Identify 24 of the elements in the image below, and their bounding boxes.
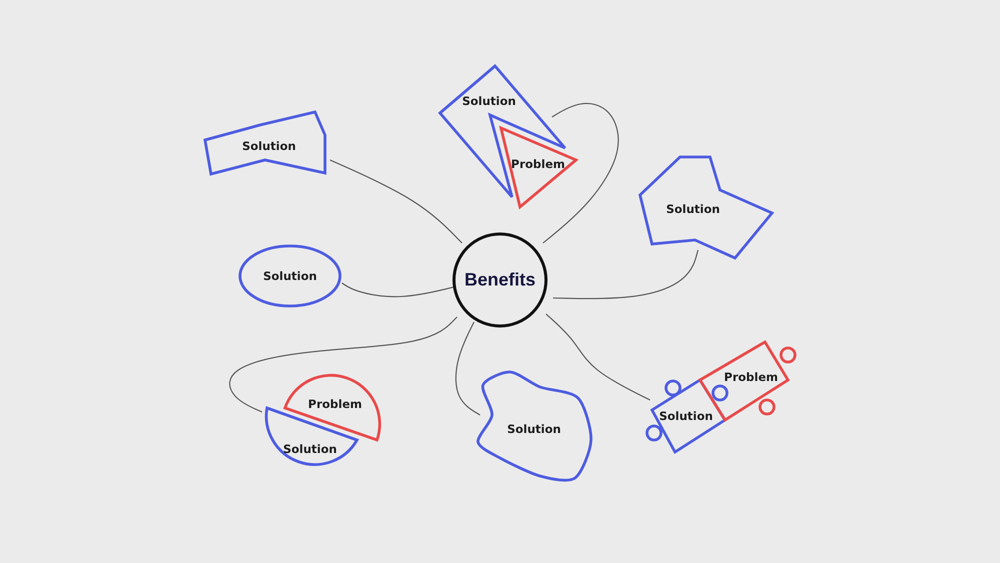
node-label: Solution — [462, 94, 516, 108]
connector-line — [552, 250, 699, 300]
polygon-shape — [640, 157, 772, 258]
connector-line — [330, 160, 462, 244]
node-label: Problem — [511, 157, 565, 171]
connector-line — [229, 316, 458, 412]
node-label: Solution — [263, 269, 317, 283]
node-label: Solution — [666, 202, 720, 216]
connector-line — [546, 314, 650, 400]
polygon-shape — [440, 66, 565, 197]
node-label: Solution — [242, 139, 296, 153]
connector-line — [342, 282, 454, 298]
node-label: Solution — [283, 442, 337, 456]
node-label: Benefits — [464, 270, 536, 290]
polygon-shape — [501, 128, 576, 207]
polygon-shape — [205, 112, 325, 174]
ellipse-shape — [240, 246, 340, 306]
connector-line — [455, 322, 480, 416]
connector-line — [542, 102, 619, 244]
node-label: Solution — [659, 409, 713, 423]
node-label: Problem — [724, 370, 778, 384]
circle-shape — [454, 234, 546, 326]
puzzle-piece-shape — [647, 380, 727, 452]
node-label: Problem — [308, 397, 362, 411]
